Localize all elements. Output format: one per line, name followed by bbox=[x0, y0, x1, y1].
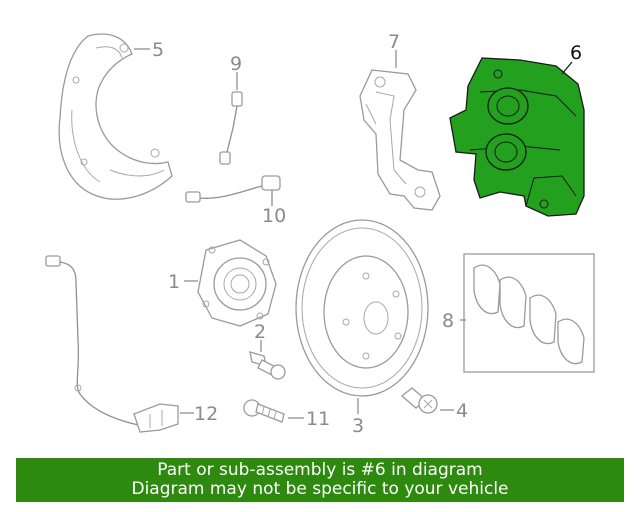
banner-line-disclaimer: Diagram may not be specific to your vehi… bbox=[131, 479, 509, 499]
banner-line-part-number: Part or sub-assembly is #6 in diagram bbox=[157, 460, 483, 480]
callout-7[interactable]: 7 bbox=[388, 31, 400, 53]
wheel-hub-part[interactable] bbox=[197, 239, 277, 327]
wear-sensor-part[interactable] bbox=[219, 91, 243, 165]
bolt-part[interactable] bbox=[243, 399, 285, 423]
wear-sensor-cable-part[interactable] bbox=[185, 175, 281, 203]
callout-8[interactable]: 8 bbox=[442, 310, 454, 332]
callout-10[interactable]: 10 bbox=[262, 205, 286, 227]
brake-caliper-part[interactable] bbox=[449, 57, 585, 217]
brake-pads-part[interactable] bbox=[463, 253, 595, 373]
hub-bolt-part[interactable] bbox=[249, 351, 286, 380]
brake-rotor-part[interactable] bbox=[295, 219, 429, 397]
parts-diagram: 5 9 10 7 6 bbox=[45, 31, 595, 437]
callout-2[interactable]: 2 bbox=[254, 321, 266, 343]
callout-5[interactable]: 5 bbox=[152, 39, 164, 61]
caliper-bolt-part[interactable] bbox=[400, 387, 438, 414]
callout-1[interactable]: 1 bbox=[168, 271, 180, 293]
callout-4[interactable]: 4 bbox=[456, 400, 468, 422]
abs-sensor-part[interactable] bbox=[45, 255, 179, 433]
info-banner: Part or sub-assembly is #6 in diagram Di… bbox=[16, 458, 624, 502]
callout-11[interactable]: 11 bbox=[306, 408, 330, 430]
callout-9[interactable]: 9 bbox=[230, 53, 242, 75]
callout-6[interactable]: 6 bbox=[570, 42, 582, 64]
dust-shield-part[interactable] bbox=[58, 33, 173, 200]
caliper-bracket-part[interactable] bbox=[359, 69, 441, 211]
callout-12[interactable]: 12 bbox=[194, 403, 218, 425]
callout-3[interactable]: 3 bbox=[352, 415, 364, 437]
